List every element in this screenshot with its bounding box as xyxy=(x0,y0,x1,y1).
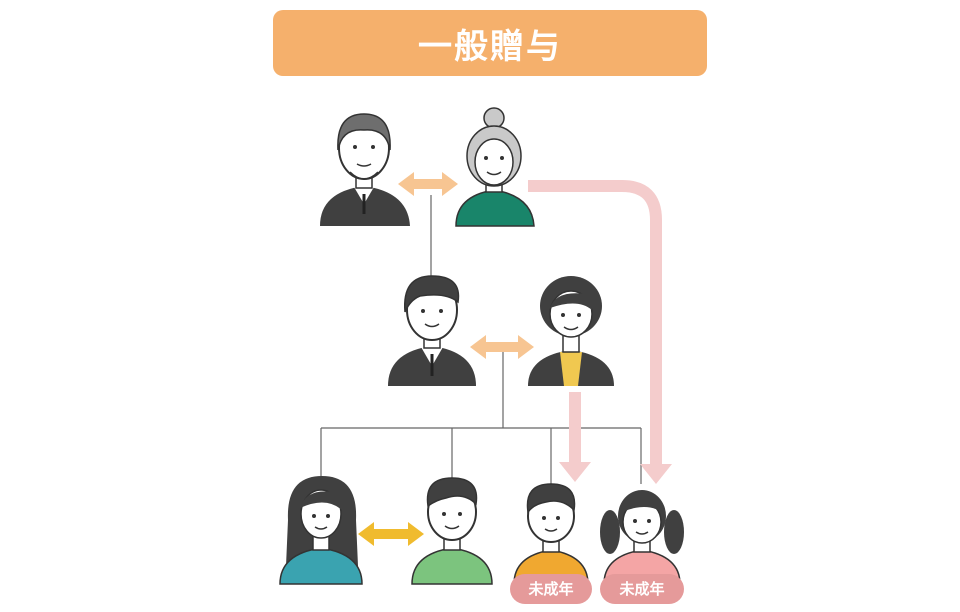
gift-arrow-grandmother-to-grandchild xyxy=(528,180,672,484)
grandmother-avatar xyxy=(455,107,535,227)
grandfather-avatar xyxy=(320,113,410,226)
grandson-avatar xyxy=(513,483,589,585)
title-banner: 一般贈与 xyxy=(273,10,707,76)
mother-avatar xyxy=(528,276,614,386)
daughter-in-law-avatar xyxy=(279,476,363,585)
minor-badge-granddaughter: 未成年 xyxy=(600,574,684,604)
minor-badge-granddaughter-text: 未成年 xyxy=(618,580,664,598)
family-tree-lines xyxy=(320,195,642,484)
spouse-arrow-parents xyxy=(470,335,534,359)
minor-badge-grandson: 未成年 xyxy=(510,574,592,604)
title-text: 一般贈与 xyxy=(418,26,562,67)
spouse-arrow-child-couple xyxy=(358,522,424,546)
son-avatar xyxy=(411,477,493,585)
granddaughter-avatar xyxy=(600,490,684,585)
father-avatar xyxy=(388,275,476,386)
gift-arrow-mother-to-child xyxy=(559,392,591,482)
minor-badge-grandson-text: 未成年 xyxy=(527,580,573,598)
spouse-arrow-grandparents xyxy=(398,172,458,196)
